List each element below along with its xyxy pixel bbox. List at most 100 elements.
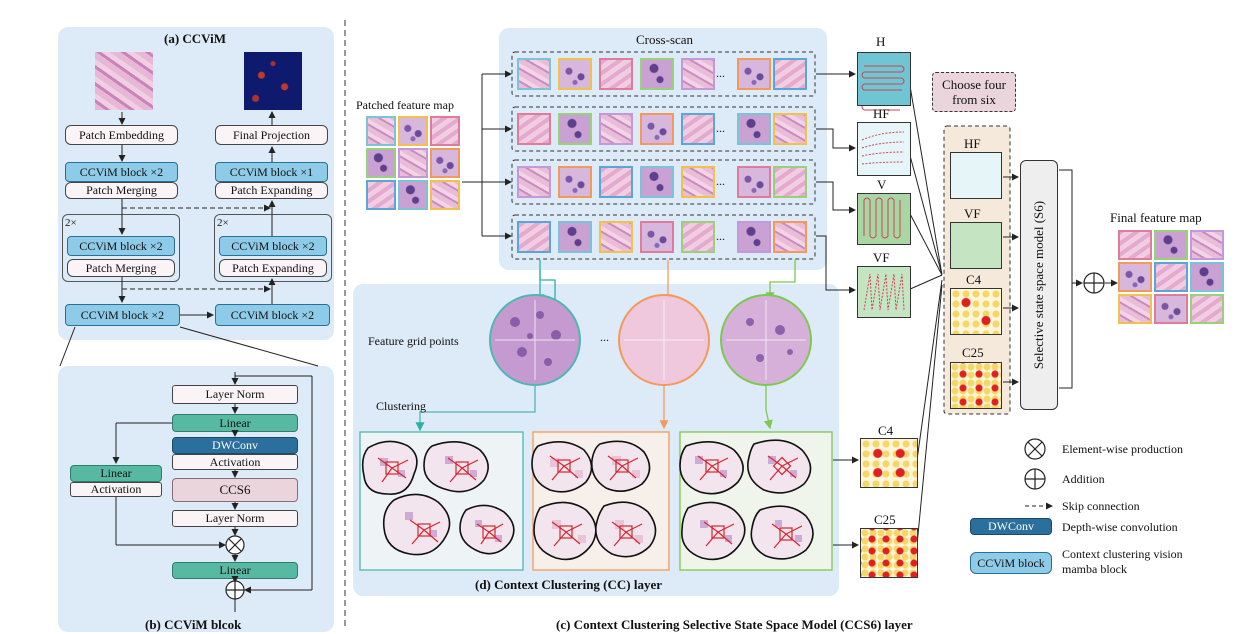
tissue-tile (517, 221, 551, 253)
s6-label: Selective state space model (S6) (1031, 200, 1047, 370)
final-feature-map (1118, 230, 1226, 326)
col-hf-box (950, 152, 1002, 199)
tissue-tile (1154, 294, 1188, 324)
decoder-repeat-label: 2× (217, 217, 229, 229)
linear-side: Linear (70, 465, 162, 482)
col-hf-label: HF (964, 136, 981, 151)
tissue-tile (640, 113, 674, 145)
dwconv-box: DWConv (172, 437, 298, 454)
legend-block-desc: Context clustering vision mamba block (1062, 547, 1212, 577)
tissue-tile (430, 180, 460, 210)
c25-label: C25 (874, 512, 896, 527)
patch-merging-2: Patch Merging (67, 259, 175, 277)
tissue-tile (398, 180, 428, 210)
tissue-tile (737, 221, 771, 253)
ccs6-box: CCS6 (172, 478, 298, 502)
tissue-tile (398, 116, 428, 146)
col-c4-label: C4 (966, 272, 982, 287)
panel-c-title: (c) Context Clustering Selective State S… (556, 617, 913, 632)
panel-a-title: (a) CCViM (164, 31, 226, 46)
patch-expanding-1: Patch Expanding (215, 182, 328, 199)
tissue-tile (1118, 294, 1152, 324)
patched-feature-map (366, 116, 462, 212)
legend-multiply-icon (1024, 438, 1046, 460)
tissue-tile (599, 221, 633, 253)
patch-embedding-box: Patch Embedding (65, 125, 178, 145)
encoder-repeat-label: 2× (65, 217, 77, 229)
tissue-tile (517, 113, 551, 145)
encoder-repeat-group (62, 214, 180, 282)
s6-box: Selective state space model (S6) (1020, 160, 1058, 410)
bottleneck-block-left: CCViM block ×2 (65, 304, 180, 326)
row1-ellipsis: ... (716, 66, 725, 80)
tissue-tile (398, 148, 428, 178)
legend-skip: Skip connection (1062, 499, 1140, 513)
scan-h-box (857, 52, 911, 106)
tissue-tile (599, 166, 633, 198)
tissue-tile (737, 113, 771, 145)
tissue-tile (773, 166, 807, 198)
tissue-tile (681, 58, 715, 90)
tissue-tile (1190, 230, 1224, 260)
c25-box (860, 528, 918, 578)
legend-element-wise: Element-wise production (1062, 442, 1183, 456)
row4-ellipsis: ... (716, 229, 725, 243)
tissue-tile (640, 58, 674, 90)
activation-side: Activation (70, 482, 162, 497)
scan-vf-box (857, 266, 911, 318)
tissue-tile (558, 58, 592, 90)
tissue-tile (640, 166, 674, 198)
tissue-tile (681, 221, 715, 253)
layer-norm-2: Layer Norm (172, 510, 298, 527)
legend-block-swatch: CCViM block (970, 552, 1052, 574)
tissue-tile (517, 58, 551, 90)
choose-note: Choose four from six (932, 72, 1016, 112)
col-c4-box (950, 288, 1002, 335)
layer-norm-1: Layer Norm (172, 385, 298, 404)
encoder-block-2: CCViM block ×2 (67, 236, 175, 256)
legend-block-desc-text: Context clustering vision mamba block (1062, 547, 1183, 576)
tissue-tile (773, 221, 807, 253)
encoder-block-1: CCViM block ×2 (65, 162, 178, 182)
circle-ellipsis: ... (600, 330, 609, 344)
scan-h-label: H (876, 34, 886, 49)
legend-addition: Addition (1062, 472, 1105, 486)
col-vf-box (950, 222, 1002, 269)
clustering-label: Clustering (376, 399, 426, 413)
row2-ellipsis: ... (716, 121, 725, 135)
col-c25-label: C25 (962, 345, 984, 360)
tissue-tile (366, 116, 396, 146)
patch-merging-1: Patch Merging (65, 182, 178, 199)
col-vf-label: VF (964, 206, 981, 221)
scan-v-label: V (877, 177, 887, 192)
output-add-operator (1083, 272, 1105, 294)
grid-points-label: Feature grid points (368, 334, 459, 348)
tissue-tile (366, 148, 396, 178)
tissue-tile (430, 116, 460, 146)
tissue-tile (599, 113, 633, 145)
tissue-tile (1154, 262, 1188, 292)
scan-hf-label: HF (873, 106, 890, 121)
final-map-label: Final feature map (1110, 210, 1202, 225)
activation-1: Activation (172, 454, 298, 470)
tissue-tile (1190, 262, 1224, 292)
decoder-block-2: CCViM block ×2 (219, 236, 327, 256)
output-segmentation-image (244, 52, 302, 110)
tissue-tile (599, 58, 633, 90)
tissue-tile (430, 148, 460, 178)
tissue-tile (558, 166, 592, 198)
tissue-tile (737, 166, 771, 198)
tissue-tile (773, 58, 807, 90)
add-operator (225, 580, 245, 600)
choose-text: Choose four from six (942, 77, 1006, 107)
tissue-tile (558, 113, 592, 145)
tissue-tile (558, 221, 592, 253)
tissue-tile (1118, 262, 1152, 292)
input-tissue-image (95, 52, 153, 110)
cross-scan-title: Cross-scan (636, 32, 694, 47)
row3-ellipsis: ... (716, 174, 725, 188)
tissue-tile (1154, 230, 1188, 260)
c4-box (860, 438, 918, 488)
legend-add-icon (1024, 468, 1046, 490)
